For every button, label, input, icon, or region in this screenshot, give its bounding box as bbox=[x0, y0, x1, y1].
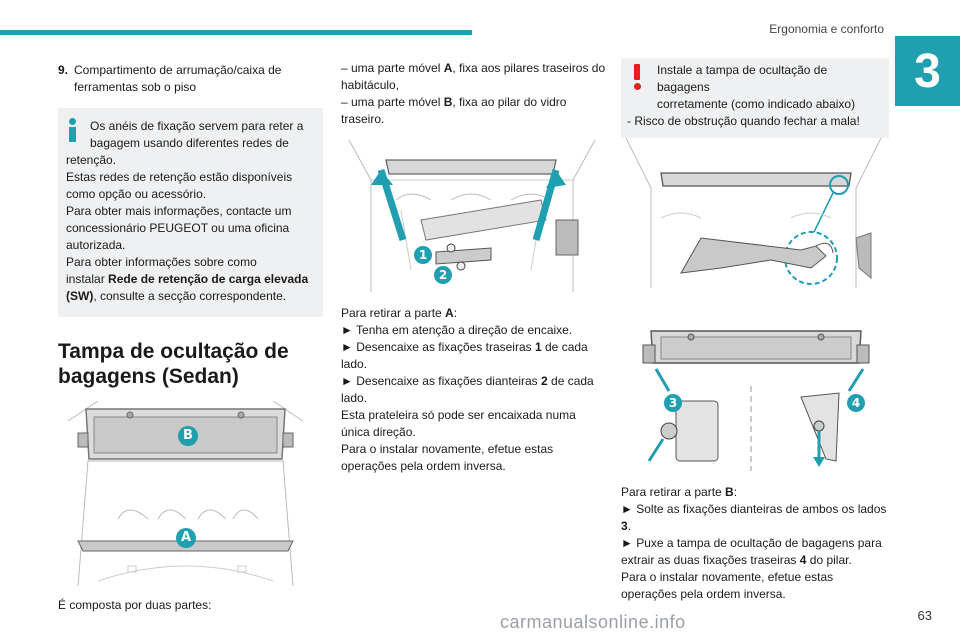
bullet-arrow-icon: ► bbox=[341, 340, 353, 354]
item-text: Compartimento de arrumação/caixa de ferr… bbox=[74, 63, 282, 94]
bullet-arrow-icon: ► bbox=[621, 502, 633, 516]
part-a-desc: – uma parte móvel A, fixa aos pilares tr… bbox=[341, 61, 606, 92]
note: Para o instalar novamente, efetue estas … bbox=[621, 570, 834, 601]
warning-icon bbox=[633, 64, 641, 92]
chapter-number: 3 bbox=[914, 44, 941, 98]
column-middle: – uma parte móvel A, fixa aos pilares tr… bbox=[341, 60, 606, 475]
list-item-9: 9. Compartimento de arrumação/caixa de f… bbox=[58, 62, 323, 96]
figure-label-2: 2 bbox=[434, 266, 452, 284]
figure-caption: É composta por duas partes: bbox=[58, 598, 212, 612]
header-accent-bar bbox=[0, 30, 472, 35]
step: ► Desencaixe as fixações traseiras 1 de … bbox=[341, 340, 588, 371]
figure-remove-part-b: 3 4 bbox=[621, 301, 889, 476]
section-heading: Tampa de ocultação de bagagens (Sedan) bbox=[58, 340, 289, 388]
warning-box: Instale a tampa de ocultação de bagagens… bbox=[621, 58, 889, 138]
figure-trunk-sedan: B A bbox=[58, 400, 323, 591]
note: Para o instalar novamente, efetue estas … bbox=[341, 442, 554, 473]
instructions-part-a: Para retirar a parte A: ► Tenha em atenç… bbox=[341, 305, 606, 475]
info-box: Os anéis de fixação servem para reter a … bbox=[58, 108, 323, 317]
chapter-tab: 3 bbox=[895, 36, 960, 106]
column-left: 9. Compartimento de arrumação/caixa de f… bbox=[58, 62, 323, 614]
figure-label-3: 3 bbox=[664, 394, 682, 412]
step: ► Solte as fixações dianteiras de ambos … bbox=[621, 502, 887, 533]
info-line: Para obter informações sobre como bbox=[66, 255, 257, 269]
figure-label-1: 1 bbox=[414, 246, 432, 264]
info-line: Estas redes de retenção estão disponívei… bbox=[66, 170, 293, 201]
figure-label-b: B bbox=[178, 426, 198, 446]
warning-line: Instale a tampa de ocultação de bagagens bbox=[657, 63, 828, 94]
item-number: 9. bbox=[58, 63, 69, 77]
info-line: retenção. bbox=[66, 153, 117, 167]
column-right: Instale a tampa de ocultação de bagagens… bbox=[621, 58, 889, 603]
figure-remove-part-a: 1 2 bbox=[341, 139, 606, 297]
step: ► Tenha em atenção a direção de encaixe. bbox=[341, 323, 573, 337]
bullet-arrow-icon: ► bbox=[341, 323, 353, 337]
instructions-part-b: Para retirar a parte B: ► Solte as fixaç… bbox=[621, 484, 889, 603]
info-line: instalar Rede de retenção de carga eleva… bbox=[66, 272, 309, 303]
warning-line: - Risco de obstrução quando fechar a mal… bbox=[627, 114, 860, 128]
note: Esta prateleira só pode ser encaixada nu… bbox=[341, 408, 576, 439]
info-icon bbox=[68, 118, 76, 142]
figure-label-4: 4 bbox=[847, 394, 865, 412]
bullet-arrow-icon: ► bbox=[621, 536, 633, 550]
part-b-desc: – uma parte móvel B, fixa ao pilar do vi… bbox=[341, 95, 567, 126]
figure-label-a: A bbox=[176, 528, 196, 548]
figure-correct-install bbox=[621, 137, 889, 293]
page-number: 63 bbox=[917, 608, 932, 623]
cross-reference: Rede de retenção de carga elevada (SW) bbox=[66, 272, 309, 303]
info-line: Para obter mais informações, contacte um… bbox=[66, 204, 292, 252]
info-line: Os anéis de fixação servem para reter a bbox=[90, 119, 304, 133]
step: ► Puxe a tampa de ocultação de bagagens … bbox=[621, 536, 882, 567]
bullet-arrow-icon: ► bbox=[341, 374, 353, 388]
section-title: Ergonomia e conforto bbox=[769, 22, 884, 36]
watermark: carmanualsonline.info bbox=[500, 612, 686, 632]
info-line: bagagem usando diferentes redes de bbox=[90, 136, 289, 150]
step: ► Desencaixe as fixações dianteiras 2 de… bbox=[341, 374, 594, 405]
warning-line: corretamente (como indicado abaixo) bbox=[657, 97, 856, 111]
